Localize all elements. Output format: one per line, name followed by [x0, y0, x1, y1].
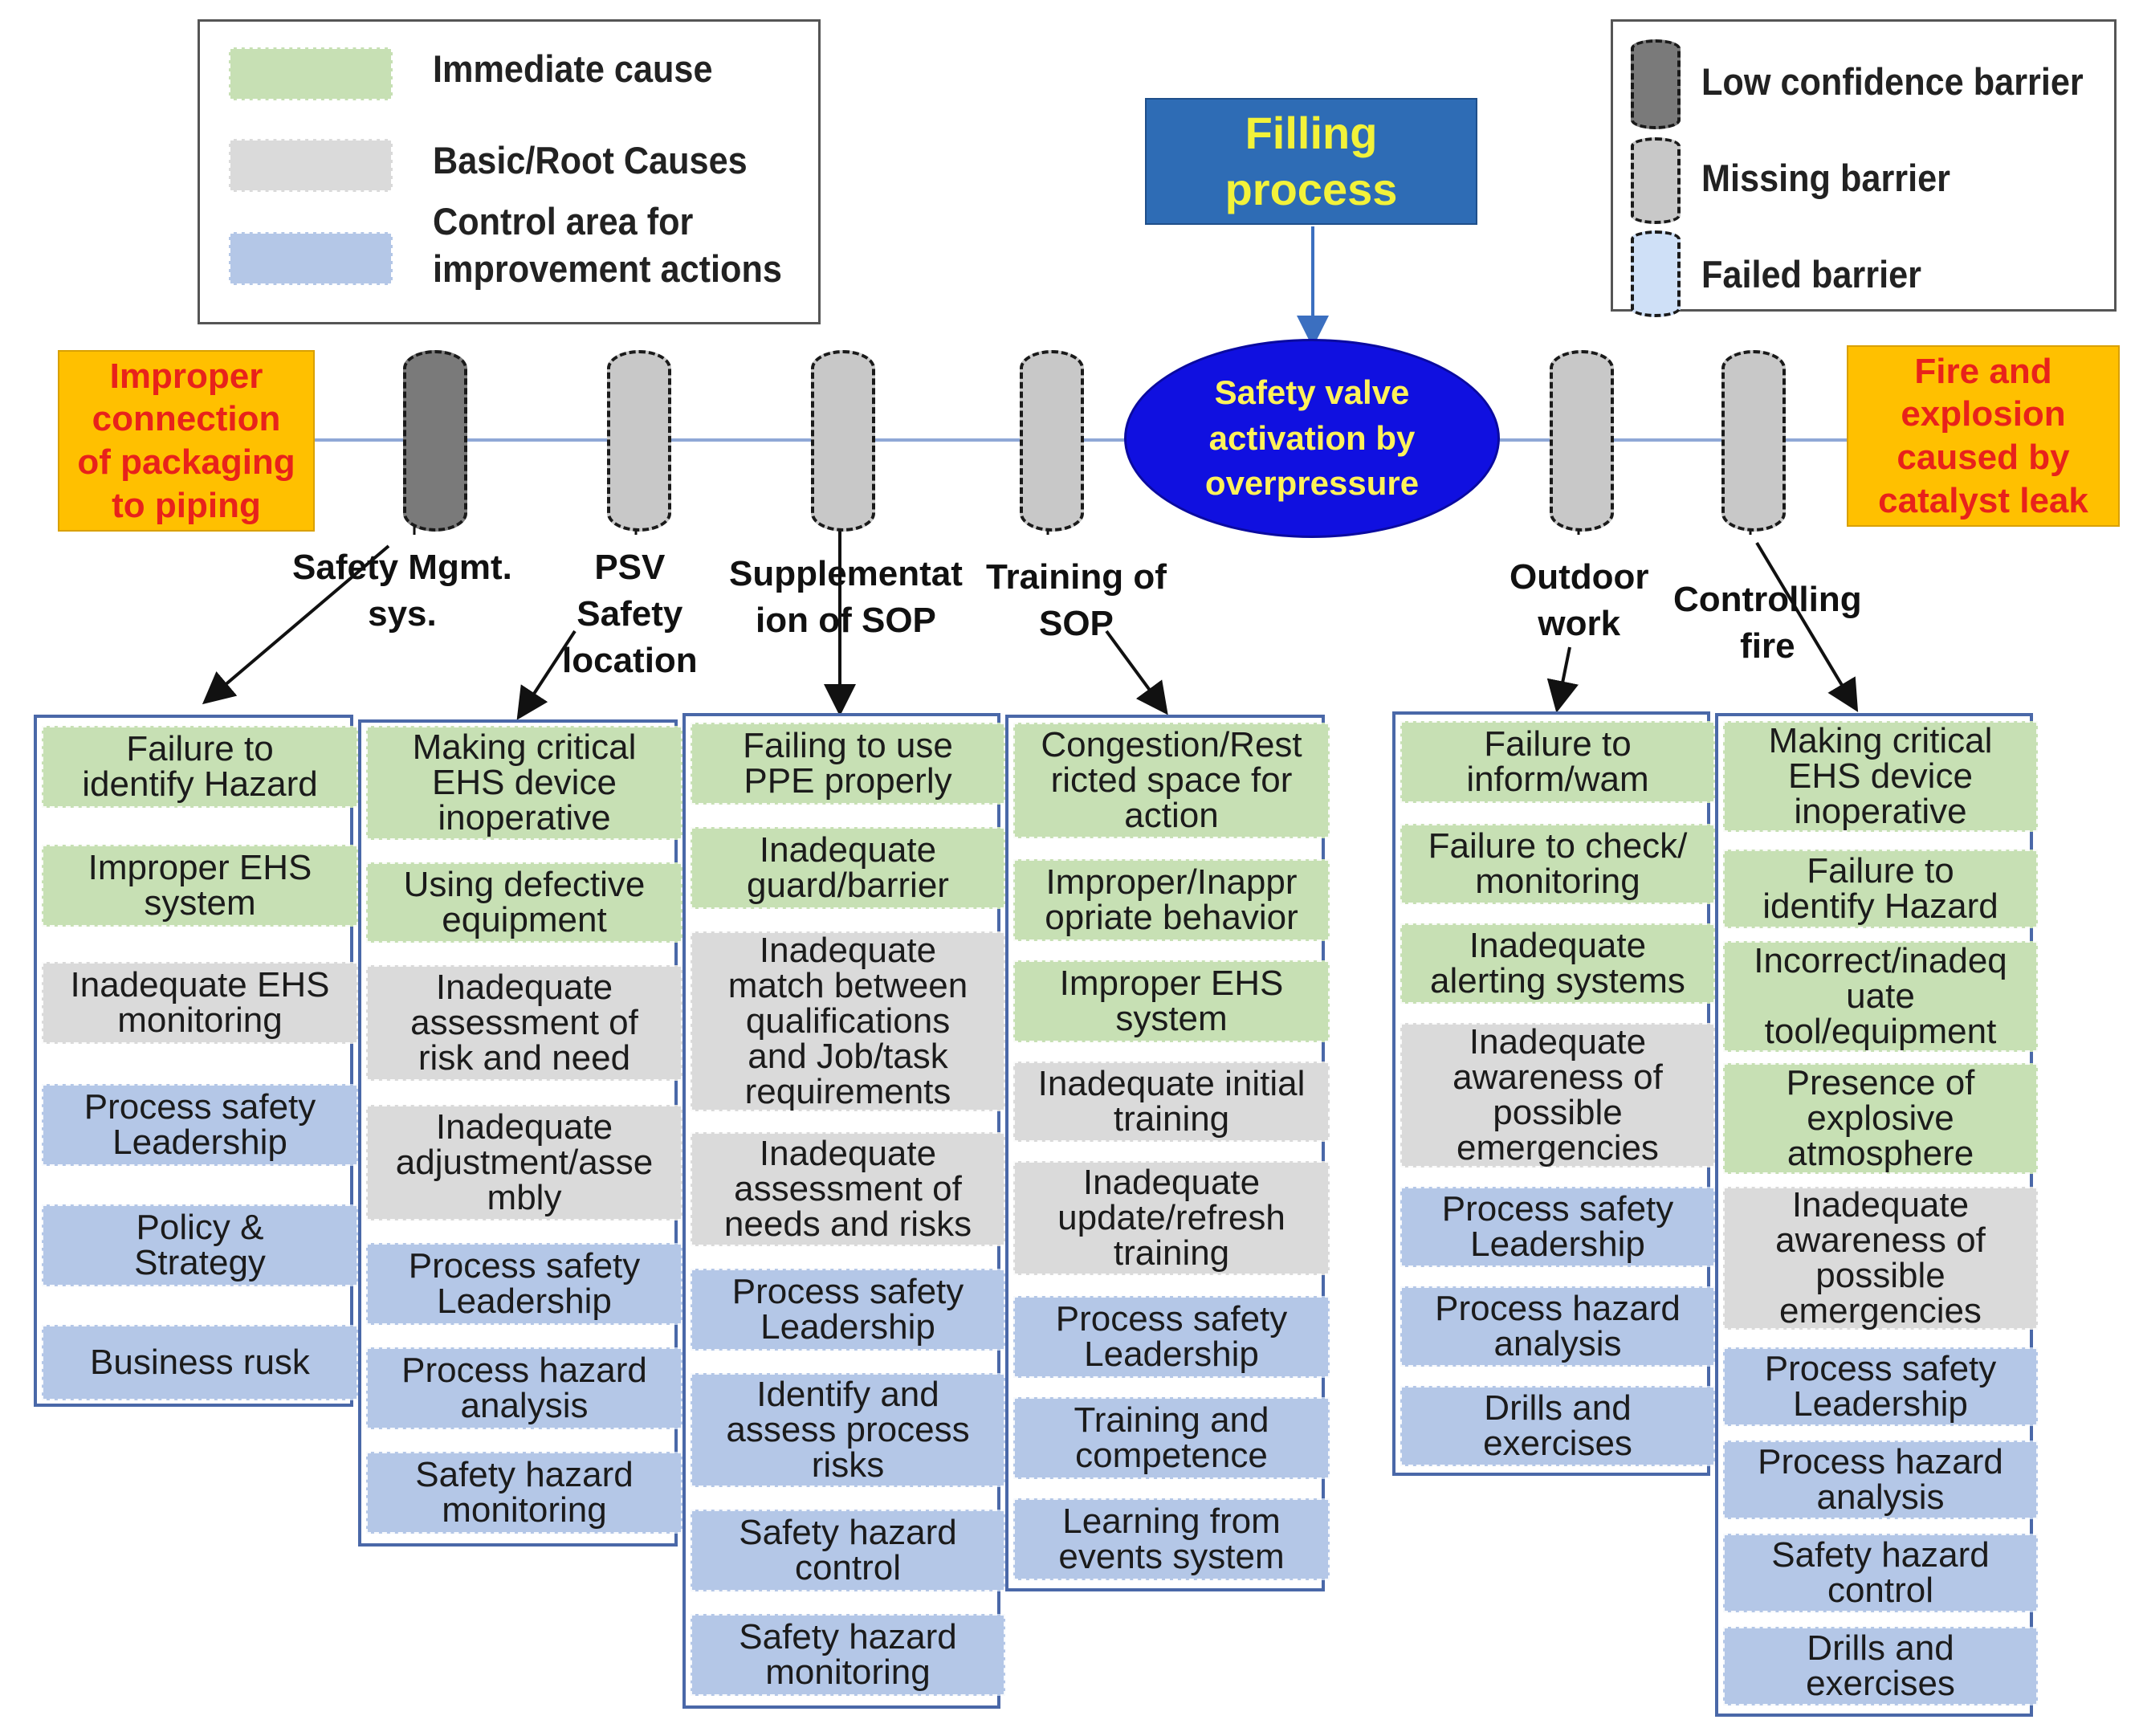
cause-item: Improper EHS system — [1013, 960, 1330, 1042]
cause-legend: Immediate cause Basic/Root Causes Contro… — [198, 19, 821, 324]
barrier-safety-mgmt-icon — [403, 350, 467, 532]
control-item: Business rusk — [42, 1325, 358, 1400]
cause-item: Inadequate assessment of risk and need — [366, 965, 682, 1081]
control-item: Safety hazard monitoring — [691, 1614, 1005, 1696]
legend-low-confidence-barrier-icon — [1631, 39, 1681, 129]
control-item: Process safety Leadership — [366, 1243, 682, 1325]
barrier-legend: Low confidence barrier Missing barrier F… — [1611, 19, 2117, 317]
cause-item: Inadequate awareness of possible emergen… — [1723, 1187, 2038, 1330]
legend-label-missing: Missing barrier — [1701, 157, 1950, 199]
cause-item: Improper EHS system — [42, 845, 358, 927]
barrier-label-training-sop: Training of SOP — [986, 557, 1167, 644]
control-item: Identify and assess process risks — [691, 1373, 1005, 1487]
cause-item: Inadequate update/refresh training — [1013, 1161, 1330, 1275]
cause-column-1 — [34, 715, 353, 1407]
legend-label-immediate: Immediate cause — [433, 47, 713, 90]
top-event-ellipse: Safety valve activation by overpressure — [1124, 339, 1500, 538]
control-item: Process safety Leadership — [691, 1269, 1005, 1351]
control-item: Learning from events system — [1013, 1498, 1330, 1580]
control-item: Process safety Leadership — [1400, 1187, 1715, 1267]
cause-item: Inadequate initial training — [1013, 1062, 1330, 1142]
cause-item: Failure to identify Hazard — [1723, 850, 2038, 928]
cause-item: Inadequate awareness of possible emergen… — [1400, 1023, 1715, 1168]
barrier-label-controlling-fire: Controlling fire — [1673, 580, 1862, 666]
cause-item: Inadequate assessment of needs and risks — [691, 1132, 1005, 1246]
barrier-outdoor-work-icon — [1550, 350, 1614, 532]
control-item: Training and competence — [1013, 1397, 1330, 1479]
filling-process-box: Filling process — [1145, 98, 1477, 225]
control-item: Drills and exercises — [1723, 1627, 2038, 1705]
cause-item: Failure to inform/wam — [1400, 721, 1715, 803]
cause-item: Failure to check/ monitoring — [1400, 824, 1715, 904]
control-item: Drills and exercises — [1400, 1386, 1715, 1466]
barrier-controlling-fire-icon — [1721, 350, 1786, 532]
control-item: Process hazard analysis — [366, 1347, 682, 1429]
cause-item: Making critical EHS device inoperative — [1723, 721, 2038, 832]
control-item: Process hazard analysis — [1400, 1286, 1715, 1367]
legend-label-failed: Failed barrier — [1701, 253, 1921, 295]
barrier-label-psv: PSV Safety location — [562, 548, 698, 681]
cause-item: Inadequate alerting systems — [1400, 923, 1715, 1004]
legend-swatch-root — [229, 139, 393, 192]
cause-item: Inadequate adjustment/asse mbly — [366, 1105, 682, 1220]
legend-swatch-immediate — [229, 47, 393, 100]
control-item: Process safety Leadership — [1723, 1347, 2038, 1426]
barrier-label-safety-mgmt: Safety Mgmt. sys. — [292, 548, 512, 634]
cause-item: Failing to use PPE properly — [691, 723, 1005, 805]
control-item: Safety hazard control — [691, 1510, 1005, 1591]
legend-label-low-confidence: Low confidence barrier — [1701, 60, 2084, 103]
consequence-box: Fire and explosion caused by catalyst le… — [1847, 345, 2120, 527]
barrier-label-outdoor-work: Outdoor work — [1510, 557, 1649, 644]
barrier-training-sop-icon — [1020, 350, 1084, 532]
legend-label-control: Control area for improvement actions — [433, 200, 782, 290]
cause-item: Inadequate guard/barrier — [691, 827, 1005, 909]
control-item: Process safety Leadership — [42, 1084, 358, 1166]
cause-item: Congestion/Rest ricted space for action — [1013, 723, 1330, 838]
cause-item: Inadequate EHS monitoring — [42, 962, 358, 1044]
threat-box: Improper connection of packaging to pipi… — [58, 350, 315, 532]
control-item: Process safety Leadership — [1013, 1296, 1330, 1378]
cause-item: Improper/Inappr opriate behavior — [1013, 859, 1330, 941]
control-item: Safety hazard control — [1723, 1534, 2038, 1612]
arrow-col-4 — [1105, 630, 1168, 715]
barrier-psv-icon — [607, 350, 671, 532]
arrow-col-5 — [1546, 646, 1579, 713]
legend-failed-barrier-icon — [1631, 230, 1681, 317]
cause-item: Presence of explosive atmosphere — [1723, 1063, 2038, 1174]
cause-item: Making critical EHS device inoperative — [366, 726, 682, 840]
cause-item: Using defective equipment — [366, 862, 682, 943]
control-item: Safety hazard monitoring — [366, 1452, 682, 1534]
cause-item: Inadequate match between qualifications … — [691, 931, 1005, 1111]
arrow-col-2 — [516, 630, 577, 720]
arrow-col-6 — [1755, 541, 1859, 712]
legend-missing-barrier-icon — [1631, 137, 1681, 224]
cause-item: Failure to identify Hazard — [42, 726, 358, 808]
arrow-col-1 — [202, 544, 390, 705]
barrier-supplementation-sop-icon — [811, 350, 875, 532]
legend-label-root: Basic/Root Causes — [433, 139, 748, 181]
cause-item: Incorrect/inadeq uate tool/equipment — [1723, 941, 2038, 1052]
legend-swatch-control — [229, 232, 393, 285]
barrier-label-supplementation-sop: Supplementat ion of SOP — [729, 554, 963, 641]
control-item: Policy & Strategy — [42, 1204, 358, 1286]
control-item: Process hazard analysis — [1723, 1441, 2038, 1519]
